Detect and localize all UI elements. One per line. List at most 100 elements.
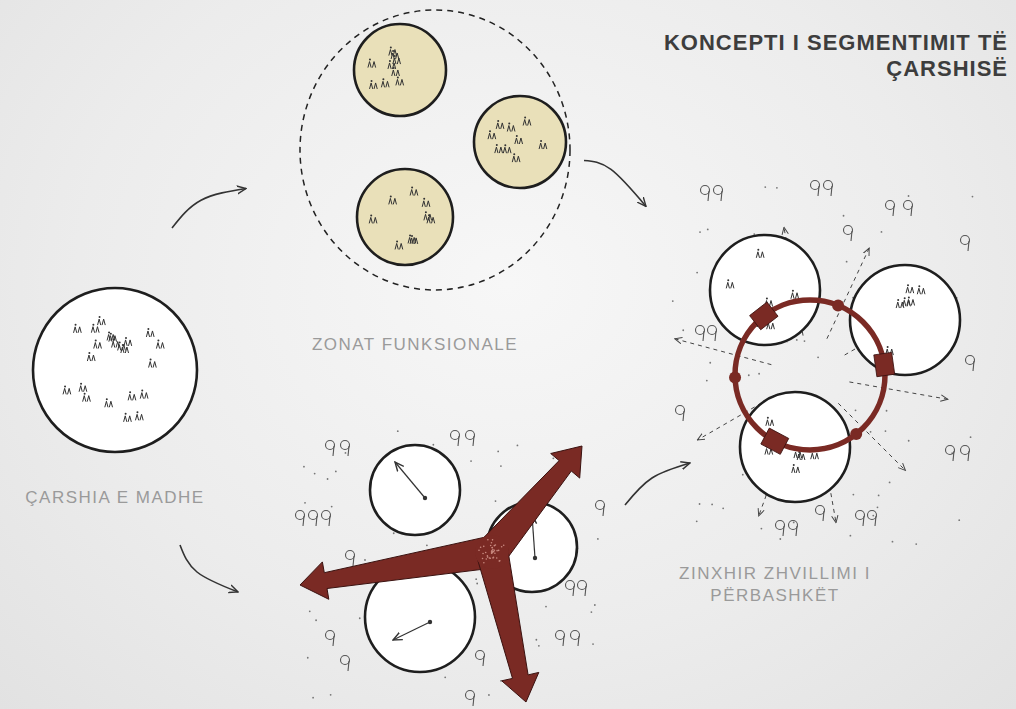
texture-dot <box>489 558 491 560</box>
texture-dot <box>796 339 798 341</box>
tree-mark <box>348 446 349 456</box>
texture-dot <box>696 272 698 274</box>
person-mark <box>906 287 914 293</box>
person-mark <box>887 346 889 348</box>
texture-dot <box>501 546 503 548</box>
person-mark <box>75 324 77 326</box>
texture-dot <box>592 643 594 645</box>
texture-dot <box>312 697 314 699</box>
texture-dot <box>491 542 493 544</box>
person-mark <box>756 252 764 258</box>
texture-dot <box>709 362 711 364</box>
person-mark <box>136 411 138 413</box>
tree-mark <box>715 331 716 341</box>
person-mark <box>147 328 149 330</box>
texture-dot <box>487 555 489 557</box>
tree-mark <box>708 326 717 335</box>
person-mark <box>392 50 394 52</box>
tree-mark <box>968 241 969 251</box>
tree-mark <box>701 186 710 195</box>
tree-mark <box>714 186 723 195</box>
person-mark <box>489 130 491 132</box>
chain-node-group: ZINXHIR ZHVILLIMI I PËRBASHKËT <box>650 165 1000 625</box>
texture-dot <box>331 506 333 508</box>
tree-mark <box>811 181 820 190</box>
person-mark <box>540 140 542 142</box>
texture-dot <box>335 471 337 473</box>
zone-circle <box>354 24 446 116</box>
tree-mark <box>875 516 876 526</box>
texture-dot <box>594 604 596 606</box>
person-mark <box>508 123 510 125</box>
node-shape <box>250 10 580 360</box>
person-mark <box>513 153 515 155</box>
shared-axis-arrow <box>300 536 495 599</box>
tree-mark <box>856 511 865 520</box>
person-mark <box>497 120 499 122</box>
person-mark <box>389 198 397 204</box>
zone-boundary <box>300 10 570 290</box>
person-mark <box>396 79 404 85</box>
diagram-title: KONCEPTI I SEGMENTIMIT TË ÇARSHISË <box>618 30 1008 83</box>
texture-dot <box>485 558 487 560</box>
person-mark <box>791 293 799 299</box>
tree-mark <box>831 186 832 196</box>
texture-dot <box>758 373 760 375</box>
person-mark <box>94 343 102 349</box>
person-mark <box>496 144 498 146</box>
person-mark <box>91 327 99 333</box>
texture-dot <box>314 473 316 475</box>
person-mark <box>515 138 523 144</box>
texture-dot <box>393 532 395 534</box>
texture-dot <box>517 445 519 447</box>
texture-dot <box>397 430 399 432</box>
person-mark <box>503 147 511 153</box>
texture-dot <box>494 549 496 551</box>
texture-dot <box>494 552 496 554</box>
texture-dot <box>476 583 478 585</box>
person-mark <box>524 117 526 119</box>
development-chain <box>735 300 885 450</box>
texture-dot <box>682 329 684 331</box>
tree-mark <box>961 236 970 245</box>
person-mark <box>106 398 108 400</box>
zone-circle <box>357 169 453 265</box>
person-mark <box>396 240 398 242</box>
texture-dot <box>490 545 492 547</box>
tree-mark <box>703 331 704 341</box>
tree-mark <box>309 511 318 520</box>
texture-dot <box>426 544 428 546</box>
texture-dot <box>503 544 505 546</box>
texture-dot <box>877 506 879 508</box>
texture-dot <box>696 520 698 522</box>
person-mark <box>409 234 411 236</box>
tree-mark <box>348 661 349 671</box>
texture-dot <box>498 560 500 562</box>
shared-axis-arrow <box>480 446 582 562</box>
node-label: ÇARSHIA E MADHE <box>13 487 218 509</box>
texture-dot <box>843 215 845 217</box>
texture-dot <box>885 430 887 432</box>
chain-node <box>750 302 778 330</box>
person-mark <box>917 288 925 294</box>
person-mark <box>395 243 403 249</box>
person-mark <box>918 285 920 287</box>
texture-dot <box>699 231 701 233</box>
tree-mark <box>326 441 335 450</box>
person-mark <box>389 60 391 62</box>
texture-dot <box>475 578 477 580</box>
person-mark <box>382 78 384 80</box>
person-mark <box>369 217 377 223</box>
tree-mark <box>851 231 852 241</box>
tree-mark <box>566 581 575 590</box>
tree-mark <box>904 201 913 210</box>
texture-dot <box>849 535 851 537</box>
tree-mark <box>603 506 604 516</box>
market-node: ÇARSHIA E MADHE <box>20 232 220 517</box>
tree-mark <box>818 186 819 196</box>
flow-arrow <box>625 463 690 505</box>
texture-dot <box>478 549 480 551</box>
texture-dot <box>590 611 592 613</box>
tree-mark <box>816 506 825 515</box>
tree-mark <box>596 501 605 510</box>
